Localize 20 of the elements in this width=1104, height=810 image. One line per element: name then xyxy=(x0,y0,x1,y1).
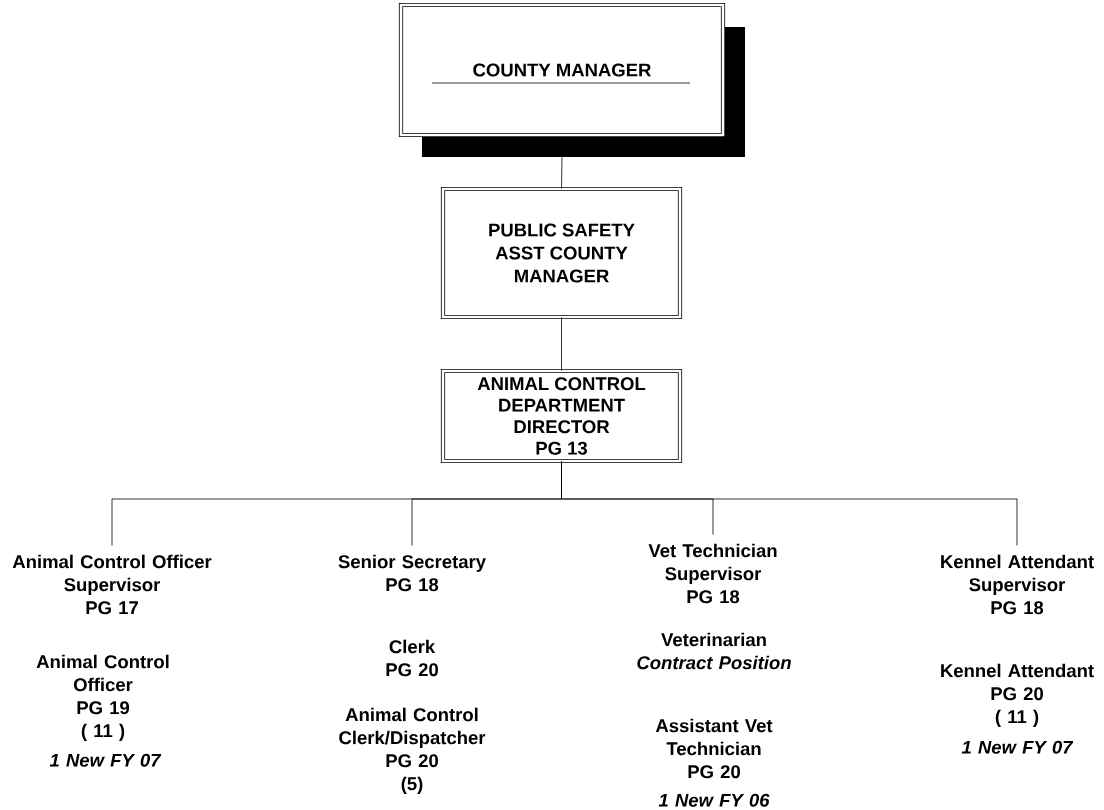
connector-line xyxy=(561,157,563,189)
position-title: Kennel Attendant Supervisor PG 18 xyxy=(941,554,1094,615)
position-box: ANIMAL CONTROL DEPARTMENT DIRECTOR PG 13 xyxy=(440,368,683,464)
note-text: 1 New FY 07 xyxy=(961,740,1074,754)
position-label: Clerk PG 20 xyxy=(386,639,438,677)
position-label: Veterinarian xyxy=(661,632,766,647)
position-label: Kennel Attendant PG 20 ( 11 ) xyxy=(941,663,1094,727)
note-text: 1 New FY 06 xyxy=(658,793,770,807)
position-title: Senior Secretary PG 18 xyxy=(338,554,486,592)
connector-line xyxy=(561,317,562,371)
manager-box: COUNTY MANAGER xyxy=(398,2,745,157)
position-box: PUBLIC SAFETY ASST COUNTY MANAGER xyxy=(440,186,683,320)
note-text: 1 New FY 07 xyxy=(49,753,162,767)
position-label: Animal Control Clerk/Dispatcher PG 20 (5) xyxy=(339,707,486,794)
position-label: Assistant Vet Technician PG 20 xyxy=(655,718,773,779)
connector-line xyxy=(561,461,1018,546)
position-title: Vet Technician Supervisor PG 18 xyxy=(648,543,777,604)
position-title: Animal Control Officer Supervisor PG 17 xyxy=(12,554,212,615)
position-label: Animal Control Officer PG 19 ( 11 ) xyxy=(36,654,169,741)
note-text: Contract Position xyxy=(637,655,791,670)
